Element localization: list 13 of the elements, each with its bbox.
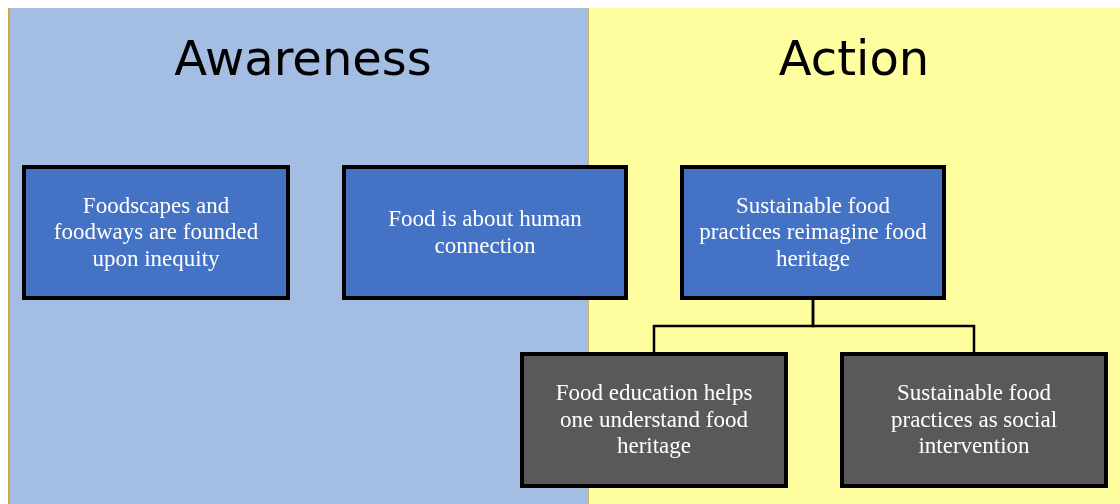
text-box	[680, 165, 946, 300]
column-heading: Action	[778, 32, 930, 85]
text-box	[342, 165, 628, 300]
box-text: Food education helps one understand food heritage	[554, 380, 754, 460]
box-text: Foodscapes and foodways are founded upon inequity	[52, 192, 260, 273]
text-box	[22, 165, 290, 300]
box-text: Food is about human connection	[387, 206, 583, 259]
box-text: Sustainable food practices reimagine food heritage	[698, 192, 928, 273]
text-box	[520, 352, 788, 488]
box-text: Sustainable food practices as social intervention	[890, 380, 1058, 460]
column-heading: Awareness	[174, 32, 432, 85]
text-box	[840, 352, 1108, 488]
connector-line	[811, 300, 976, 352]
